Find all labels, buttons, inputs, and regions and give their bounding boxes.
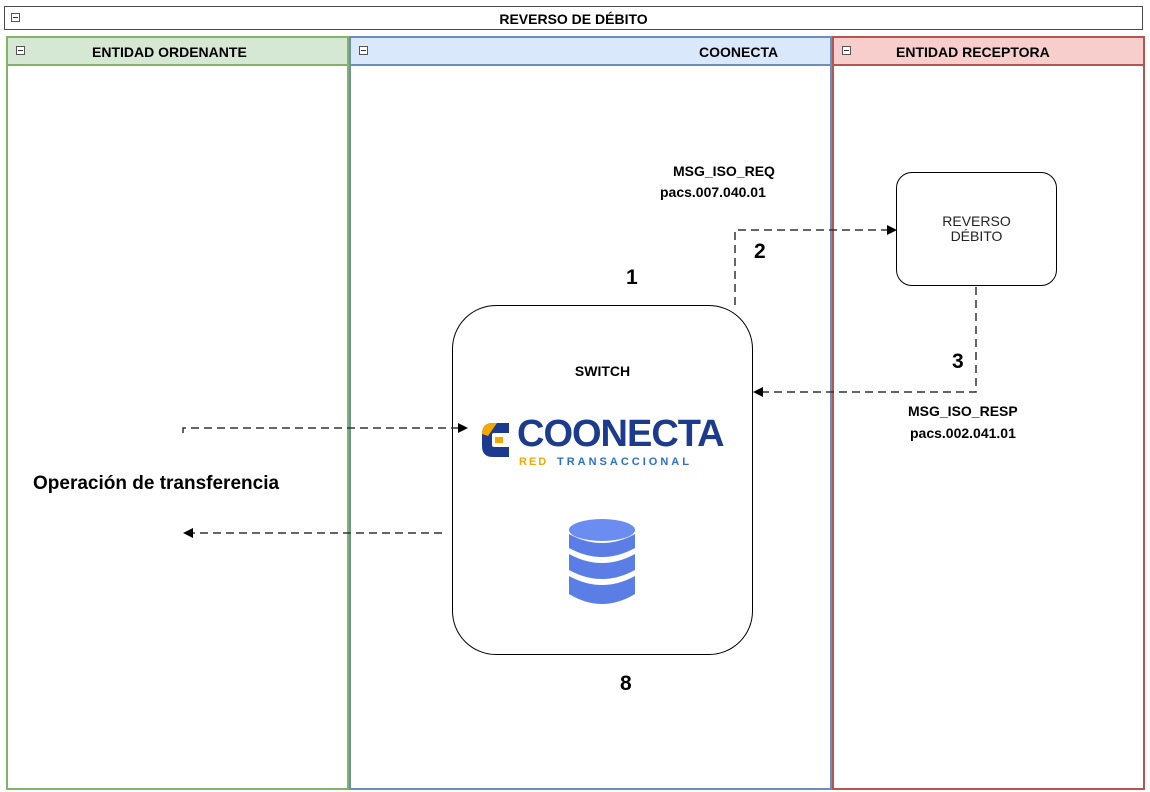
lane-title: COONECTA — [699, 44, 779, 60]
lane-title: ENTIDAD RECEPTORA — [896, 44, 1050, 60]
logo-wordmark: COONECTA — [517, 413, 725, 455]
step-number-2: 2 — [754, 240, 766, 263]
arrow-response — [753, 287, 977, 397]
switch-title: SWITCH — [574, 363, 631, 379]
operation-label: Operación de transferencia — [33, 473, 280, 494]
request-message-label: MSG_ISO_REQ — [673, 163, 775, 179]
lane-body — [8, 66, 347, 788]
reverso-line2: DÉBITO — [950, 228, 1003, 244]
lane-title: ENTIDAD ORDENANTE — [92, 44, 247, 60]
step-number-3: 3 — [952, 350, 964, 373]
database-icon — [569, 519, 635, 604]
pool-header: REVERSO DE DÉBITO — [4, 6, 1143, 30]
collapse-icon[interactable] — [11, 13, 20, 22]
reverso-line1: REVERSO — [942, 213, 1011, 229]
reverso-debito-node[interactable]: REVERSO DÉBITO — [896, 172, 1057, 286]
arrow-incoming — [182, 423, 468, 433]
collapse-icon[interactable] — [359, 46, 368, 55]
step-number-8: 8 — [620, 672, 632, 695]
logo-sub-red: RED — [519, 456, 549, 468]
step-number-1: 1 — [626, 266, 638, 289]
logo-sub-rest: TRANSACCIONAL — [557, 456, 692, 468]
logo-mark-icon — [482, 423, 509, 457]
lane-entidad-ordenante: ENTIDAD ORDENANTE — [6, 36, 349, 790]
collapse-icon[interactable] — [842, 46, 851, 55]
reverso-debito-label: REVERSO DÉBITO — [942, 214, 1010, 244]
response-message-label: MSG_ISO_RESP — [908, 403, 1018, 419]
pool-title: REVERSO DE DÉBITO — [499, 11, 648, 27]
lane-header: ENTIDAD RECEPTORA — [834, 38, 1143, 66]
lane-header: COONECTA — [351, 38, 830, 66]
lane-header: ENTIDAD ORDENANTE — [8, 38, 347, 66]
coonecta-logo: COONECTA RED TRANSACCIONAL — [479, 414, 729, 470]
request-code-label: pacs.007.040.01 — [660, 184, 766, 200]
switch-node[interactable]: SWITCH COONECTA RED TRANSACCIONAL — [452, 305, 753, 655]
response-code-label: pacs.002.041.01 — [910, 425, 1016, 441]
collapse-icon[interactable] — [16, 46, 25, 55]
